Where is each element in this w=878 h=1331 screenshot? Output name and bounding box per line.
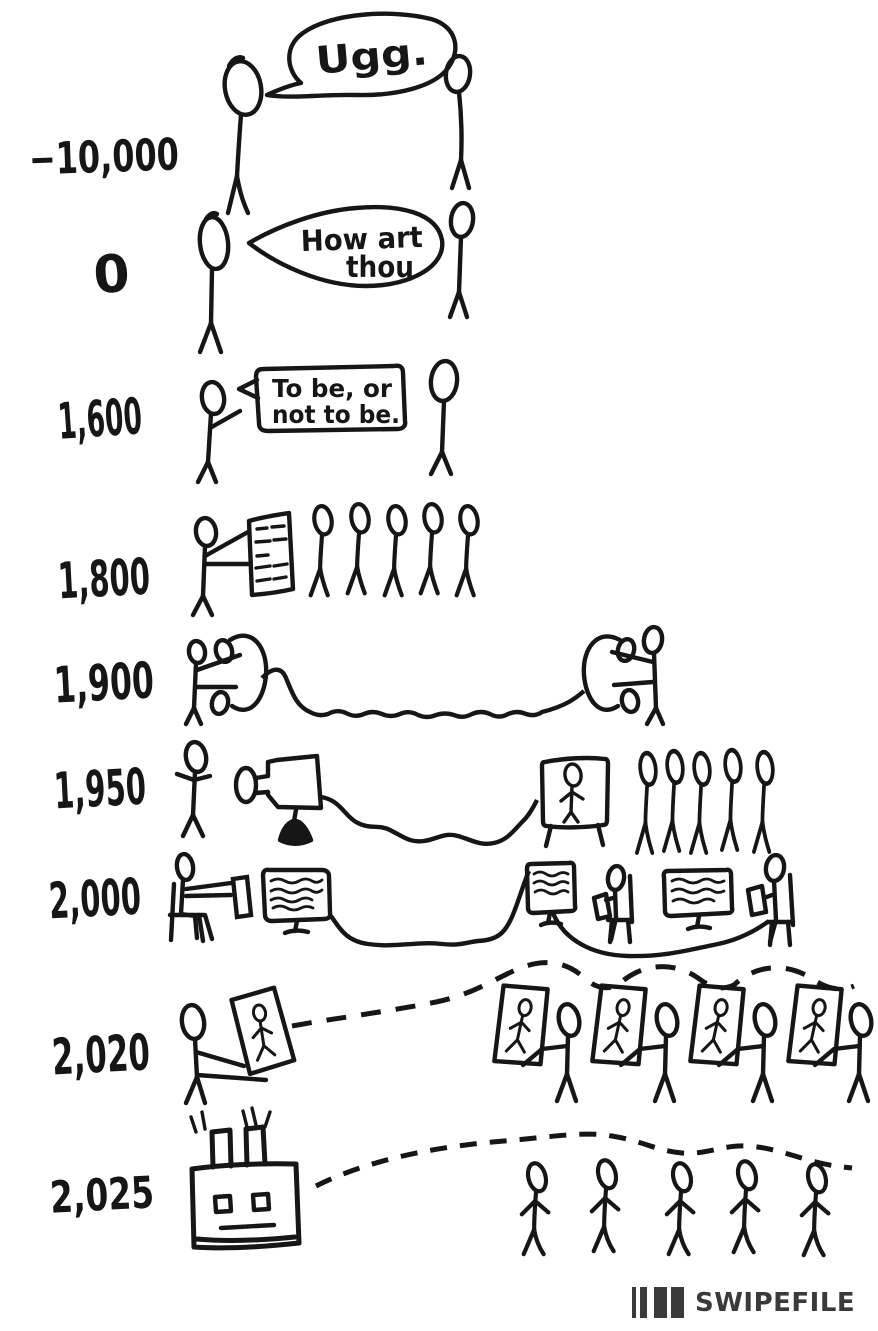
left-telephone-handset bbox=[209, 633, 269, 717]
broadcast-cable bbox=[320, 794, 539, 846]
speech-bubble bbox=[236, 363, 408, 434]
orator-figure bbox=[195, 379, 243, 485]
right-caller-figure bbox=[609, 624, 666, 727]
monitor-right bbox=[661, 867, 735, 932]
ai-robot-head bbox=[189, 1106, 302, 1251]
right-telephone-handset bbox=[581, 634, 641, 715]
brand-wordmark: SWIPEFILE bbox=[695, 1287, 856, 1318]
caveman-listener-figure bbox=[443, 53, 473, 191]
wireless-signal-dashes bbox=[291, 960, 855, 1029]
year-label: 1,800 bbox=[56, 548, 151, 611]
reading-user-middle bbox=[591, 863, 635, 945]
antenna-right bbox=[243, 1124, 268, 1168]
tv-audience-figures bbox=[637, 749, 775, 853]
year-label: 1,950 bbox=[52, 758, 147, 821]
keyboard bbox=[230, 874, 254, 920]
screen-text-lines bbox=[269, 877, 324, 912]
row-1900: 1,900 bbox=[52, 624, 666, 727]
robot-eye-left bbox=[212, 1193, 234, 1215]
broadcaster-figure bbox=[179, 1002, 269, 1106]
audience-figures bbox=[522, 1158, 829, 1255]
telephone-wire bbox=[260, 667, 586, 720]
speech-bubble bbox=[246, 204, 445, 289]
listener-figure bbox=[447, 200, 476, 320]
speech-text-line1: How art bbox=[300, 220, 423, 258]
row-2025: 2,025 bbox=[49, 1106, 853, 1255]
speech-text: Ugg. bbox=[314, 29, 429, 83]
speaker-figure bbox=[197, 210, 231, 355]
footer-logo: SWIPEFILE bbox=[632, 1287, 855, 1318]
monitor-left bbox=[260, 867, 333, 936]
internet-wire-left bbox=[329, 870, 532, 948]
tv-camera bbox=[233, 753, 324, 846]
robot-eye-right bbox=[250, 1191, 272, 1213]
row-2000: 2,000 bbox=[47, 851, 796, 959]
tv-figure-on-screen bbox=[559, 762, 585, 824]
row-1950: 1,950 bbox=[52, 739, 775, 853]
speech-text-line2: not to be. bbox=[272, 400, 400, 429]
row-2020: 2,020 bbox=[50, 960, 874, 1106]
monitor-middle bbox=[524, 860, 578, 928]
row-1600: 1,600 To be, or not to be. bbox=[56, 358, 460, 485]
signal-sparks bbox=[189, 1106, 272, 1134]
broadcaster-smartphone bbox=[231, 987, 295, 1075]
performer-figure bbox=[174, 739, 213, 839]
screen-text-lines bbox=[532, 870, 570, 896]
speech-text-line2: thou bbox=[346, 250, 414, 284]
speech-text-line1: To be, or bbox=[272, 374, 393, 403]
year-label: 2,020 bbox=[50, 1023, 151, 1086]
crowd-figures bbox=[311, 503, 480, 595]
row-1800: 1,800 bbox=[56, 503, 480, 618]
year-label: 0 bbox=[92, 244, 132, 306]
screen-text-lines bbox=[670, 877, 726, 905]
year-label: 1,600 bbox=[56, 387, 144, 451]
internet-wire-right bbox=[550, 912, 771, 959]
listener-figure bbox=[428, 358, 460, 477]
typing-user-figure bbox=[167, 851, 234, 944]
reading-user-right bbox=[745, 852, 796, 948]
newspaper-text-lines bbox=[254, 524, 289, 583]
phone-viewer-group bbox=[490, 982, 874, 1101]
year-label: −10,000 bbox=[28, 129, 180, 185]
year-label: 2,025 bbox=[49, 1167, 156, 1223]
caveman-speaker-figure bbox=[222, 55, 264, 216]
year-label: 1,900 bbox=[52, 651, 155, 714]
newspaper-reader-figure bbox=[190, 515, 251, 618]
robot-mouth bbox=[218, 1222, 277, 1231]
swipefile-bars-icon bbox=[632, 1287, 684, 1318]
row-year-0: 0 How art thou bbox=[92, 200, 476, 355]
year-label: 2,000 bbox=[47, 868, 142, 931]
tv-set bbox=[539, 755, 611, 849]
antenna-left bbox=[209, 1127, 234, 1170]
row-minus-10000: −10,000 Ugg. bbox=[28, 11, 473, 216]
wireless-signal-dashes bbox=[314, 1131, 853, 1189]
speech-bubble bbox=[264, 11, 458, 99]
robot-face bbox=[212, 1191, 277, 1231]
newspaper bbox=[246, 510, 296, 598]
